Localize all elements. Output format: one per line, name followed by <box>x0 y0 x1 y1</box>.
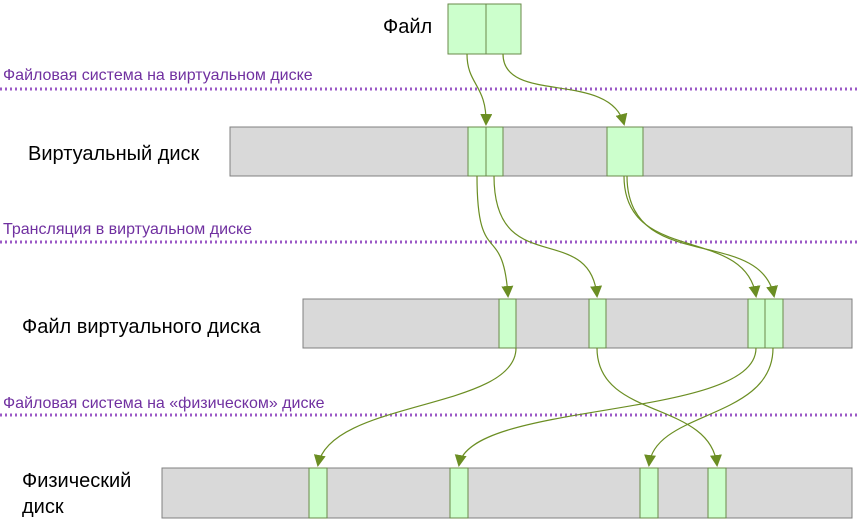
section-label-translation: Трансляция в виртуальном диске <box>3 221 252 238</box>
virtual-disk-block-2 <box>485 126 504 177</box>
virtual-disk-block-3 <box>606 126 644 177</box>
virtual-disk-file-block-2 <box>588 298 607 349</box>
file-label: Файл <box>383 16 432 38</box>
mapping-arrow <box>596 347 722 467</box>
physical-disk-label-line1: Физический <box>22 470 131 492</box>
virtual-disk-file-block-3 <box>747 298 766 349</box>
section-label-fs-virtual: Файловая система на виртуальном диске <box>3 67 313 84</box>
file-block-1 <box>447 3 487 55</box>
mapping-arrow <box>626 175 778 298</box>
mapping-arrow <box>313 347 517 467</box>
virtual-disk-file-block-1 <box>498 298 517 349</box>
physical-disk-block-4 <box>707 467 727 519</box>
virtual-disk-block-1 <box>467 126 487 177</box>
mapping-arrow <box>476 175 514 298</box>
virtual-disk-label: Виртуальный диск <box>28 143 200 165</box>
mapping-arrow <box>623 175 761 298</box>
mapping-arrow <box>644 347 774 467</box>
mapping-arrow <box>466 53 493 126</box>
mapping-arrow <box>454 347 757 467</box>
virtual-disk-bar <box>229 126 853 177</box>
section-label-fs-physical: Файловая система на «физическом» диске <box>3 395 325 412</box>
mapping-arrow <box>493 175 603 298</box>
physical-disk-bar <box>161 467 853 519</box>
virtual-disk-file-label: Файл виртуального диска <box>22 316 261 338</box>
physical-disk-block-1 <box>308 467 328 519</box>
physical-disk-block-3 <box>639 467 659 519</box>
file-block-2 <box>485 3 522 55</box>
physical-disk-label-line2: диск <box>22 496 64 518</box>
physical-disk-block-2 <box>449 467 469 519</box>
mapping-arrow <box>502 53 628 126</box>
virtual-disk-file-block-4 <box>764 298 784 349</box>
